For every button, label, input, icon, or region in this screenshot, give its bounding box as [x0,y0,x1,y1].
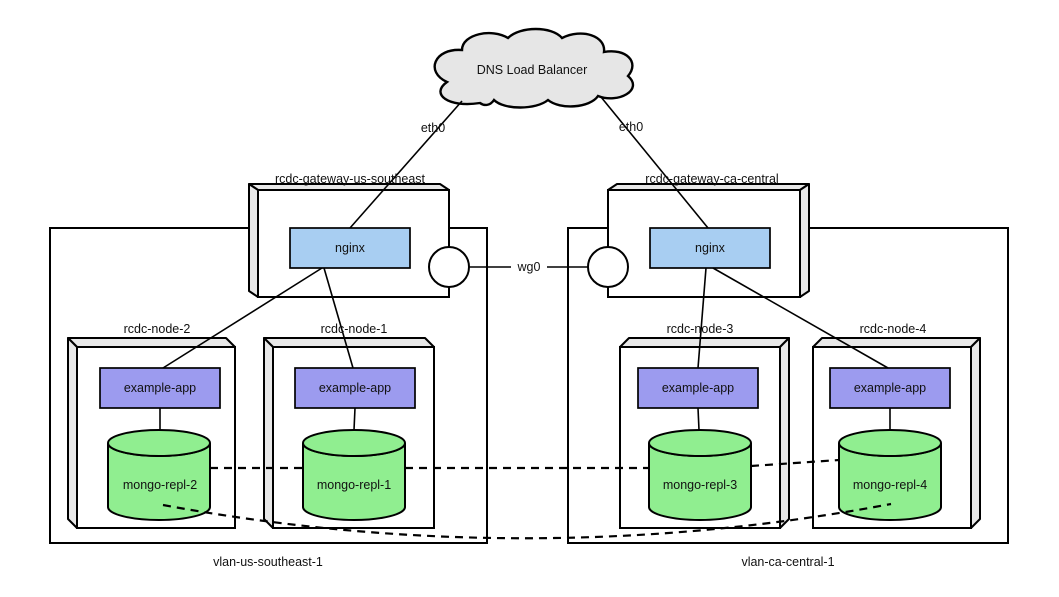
edge-cloud-gateway-ca-central [600,96,709,229]
node-top-face [619,337,790,348]
edge-repl-3-4 [750,458,840,468]
gateway-label-us-southeast: rcdc-gateway-us-southeast [275,172,426,186]
db-label-4: mongo-repl-4 [853,478,927,492]
db-cylinder-3 [648,429,752,521]
node-side-face [970,337,981,529]
node-side-face [67,337,78,529]
app-box-4 [829,367,951,409]
eth0-label-left: eth0 [421,121,445,135]
node-side-face [779,337,790,529]
cloud-label: DNS Load Balancer [477,63,587,77]
app-label-4: example-app [854,381,926,395]
db-cylinder-top [107,429,211,457]
gateway-side-face [799,183,810,298]
wg0-label-backing [511,258,547,275]
gateway-side-face [248,183,259,298]
nginx-label-ca-central: nginx [695,241,726,255]
db-label-1: mongo-repl-1 [317,478,391,492]
nginx-box-us-southeast [289,227,411,269]
edge-app-db-3 [697,407,700,431]
edge-cloud-gateway-us-southeast [349,100,463,229]
app-box-2 [99,367,221,409]
app-box-1 [294,367,416,409]
db-label-3: mongo-repl-3 [663,478,737,492]
node-top-face [263,337,435,348]
node-side-face [263,337,274,529]
edge-nginx-app-2 [162,267,323,369]
edge-nginx-app-4 [712,267,889,369]
node-label-3: rcdc-node-3 [667,322,734,336]
db-cylinder-2 [107,429,211,521]
app-label-3: example-app [662,381,734,395]
db-cylinder-1 [302,429,406,521]
db-cylinder-top [302,429,406,457]
nginx-label-us-southeast: nginx [335,241,366,255]
db-label-2: mongo-repl-2 [123,478,197,492]
interface-circle-us-southeast [428,246,470,288]
db-cylinder-top [648,429,752,457]
vlan-label-ca-central: vlan-ca-central-1 [741,555,834,569]
node-label-1: rcdc-node-1 [321,322,388,336]
nginx-box-ca-central [649,227,771,269]
edge-nginx-app-3 [697,267,707,369]
node-label-4: rcdc-node-4 [860,322,927,336]
app-label-2: example-app [124,381,196,395]
gateway-label-ca-central: rcdc-gateway-ca-central [645,172,778,186]
db-cylinder-top [838,429,942,457]
wg0-label: wg0 [517,260,541,274]
edge-repl-2-4 [162,502,892,540]
interface-circle-ca-central [587,246,629,288]
edge-app-db-1 [353,407,356,431]
edge-nginx-app-1 [323,267,354,369]
vlan-label-us-southeast: vlan-us-southeast-1 [213,555,323,569]
app-box-3 [637,367,759,409]
dns-cloud [433,27,635,109]
app-label-1: example-app [319,381,391,395]
node-label-2: rcdc-node-2 [124,322,191,336]
db-cylinder-4 [838,429,942,521]
eth0-label-right: eth0 [619,120,643,134]
